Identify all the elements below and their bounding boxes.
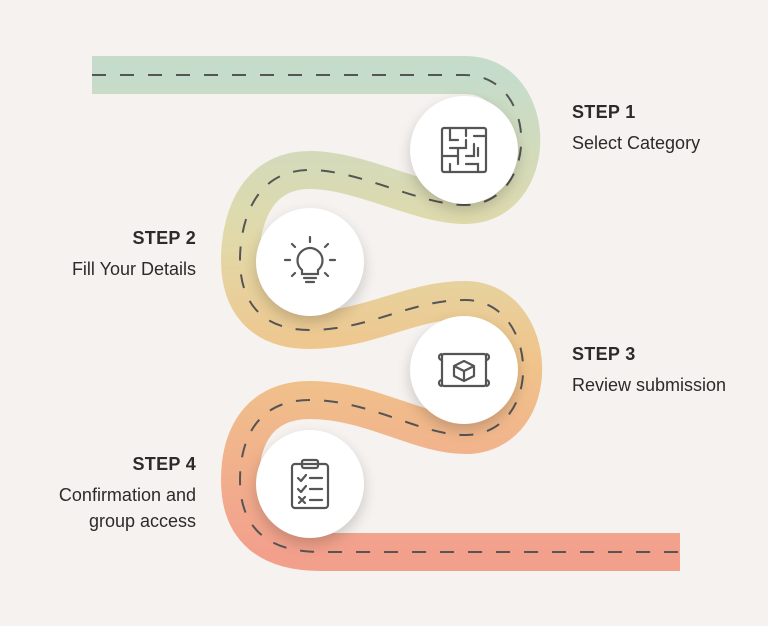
clipboard-checklist-icon xyxy=(290,458,330,510)
step2-description: Fill Your Details xyxy=(71,259,196,279)
step4-description-line2: group access xyxy=(88,511,196,531)
step1-text: STEP 1 Select Category xyxy=(572,100,762,156)
step2-icon-circle xyxy=(256,208,364,316)
blueprint-cube-icon xyxy=(437,352,491,388)
step1-title: STEP 1 xyxy=(572,102,636,122)
step4-text: STEP 4 Confirmation and group access xyxy=(20,452,196,534)
step2-title: STEP 2 xyxy=(132,228,196,248)
step3-text: STEP 3 Review submission xyxy=(572,342,762,398)
step4-description: Confirmation and group access xyxy=(20,482,196,534)
step3-icon-circle xyxy=(410,316,518,424)
step3-description: Review submission xyxy=(572,375,727,395)
road-center-dashes xyxy=(92,74,680,553)
step1-description: Select Category xyxy=(572,133,701,153)
step1-icon-circle xyxy=(410,96,518,204)
step3-title: STEP 3 xyxy=(572,344,636,364)
maze-icon xyxy=(440,126,488,174)
step2-text: STEP 2 Fill Your Details xyxy=(20,226,196,282)
step4-description-line1: Confirmation and xyxy=(58,485,196,505)
step4-icon-circle xyxy=(256,430,364,538)
step4-title: STEP 4 xyxy=(132,454,196,474)
lightbulb-icon xyxy=(283,235,337,284)
